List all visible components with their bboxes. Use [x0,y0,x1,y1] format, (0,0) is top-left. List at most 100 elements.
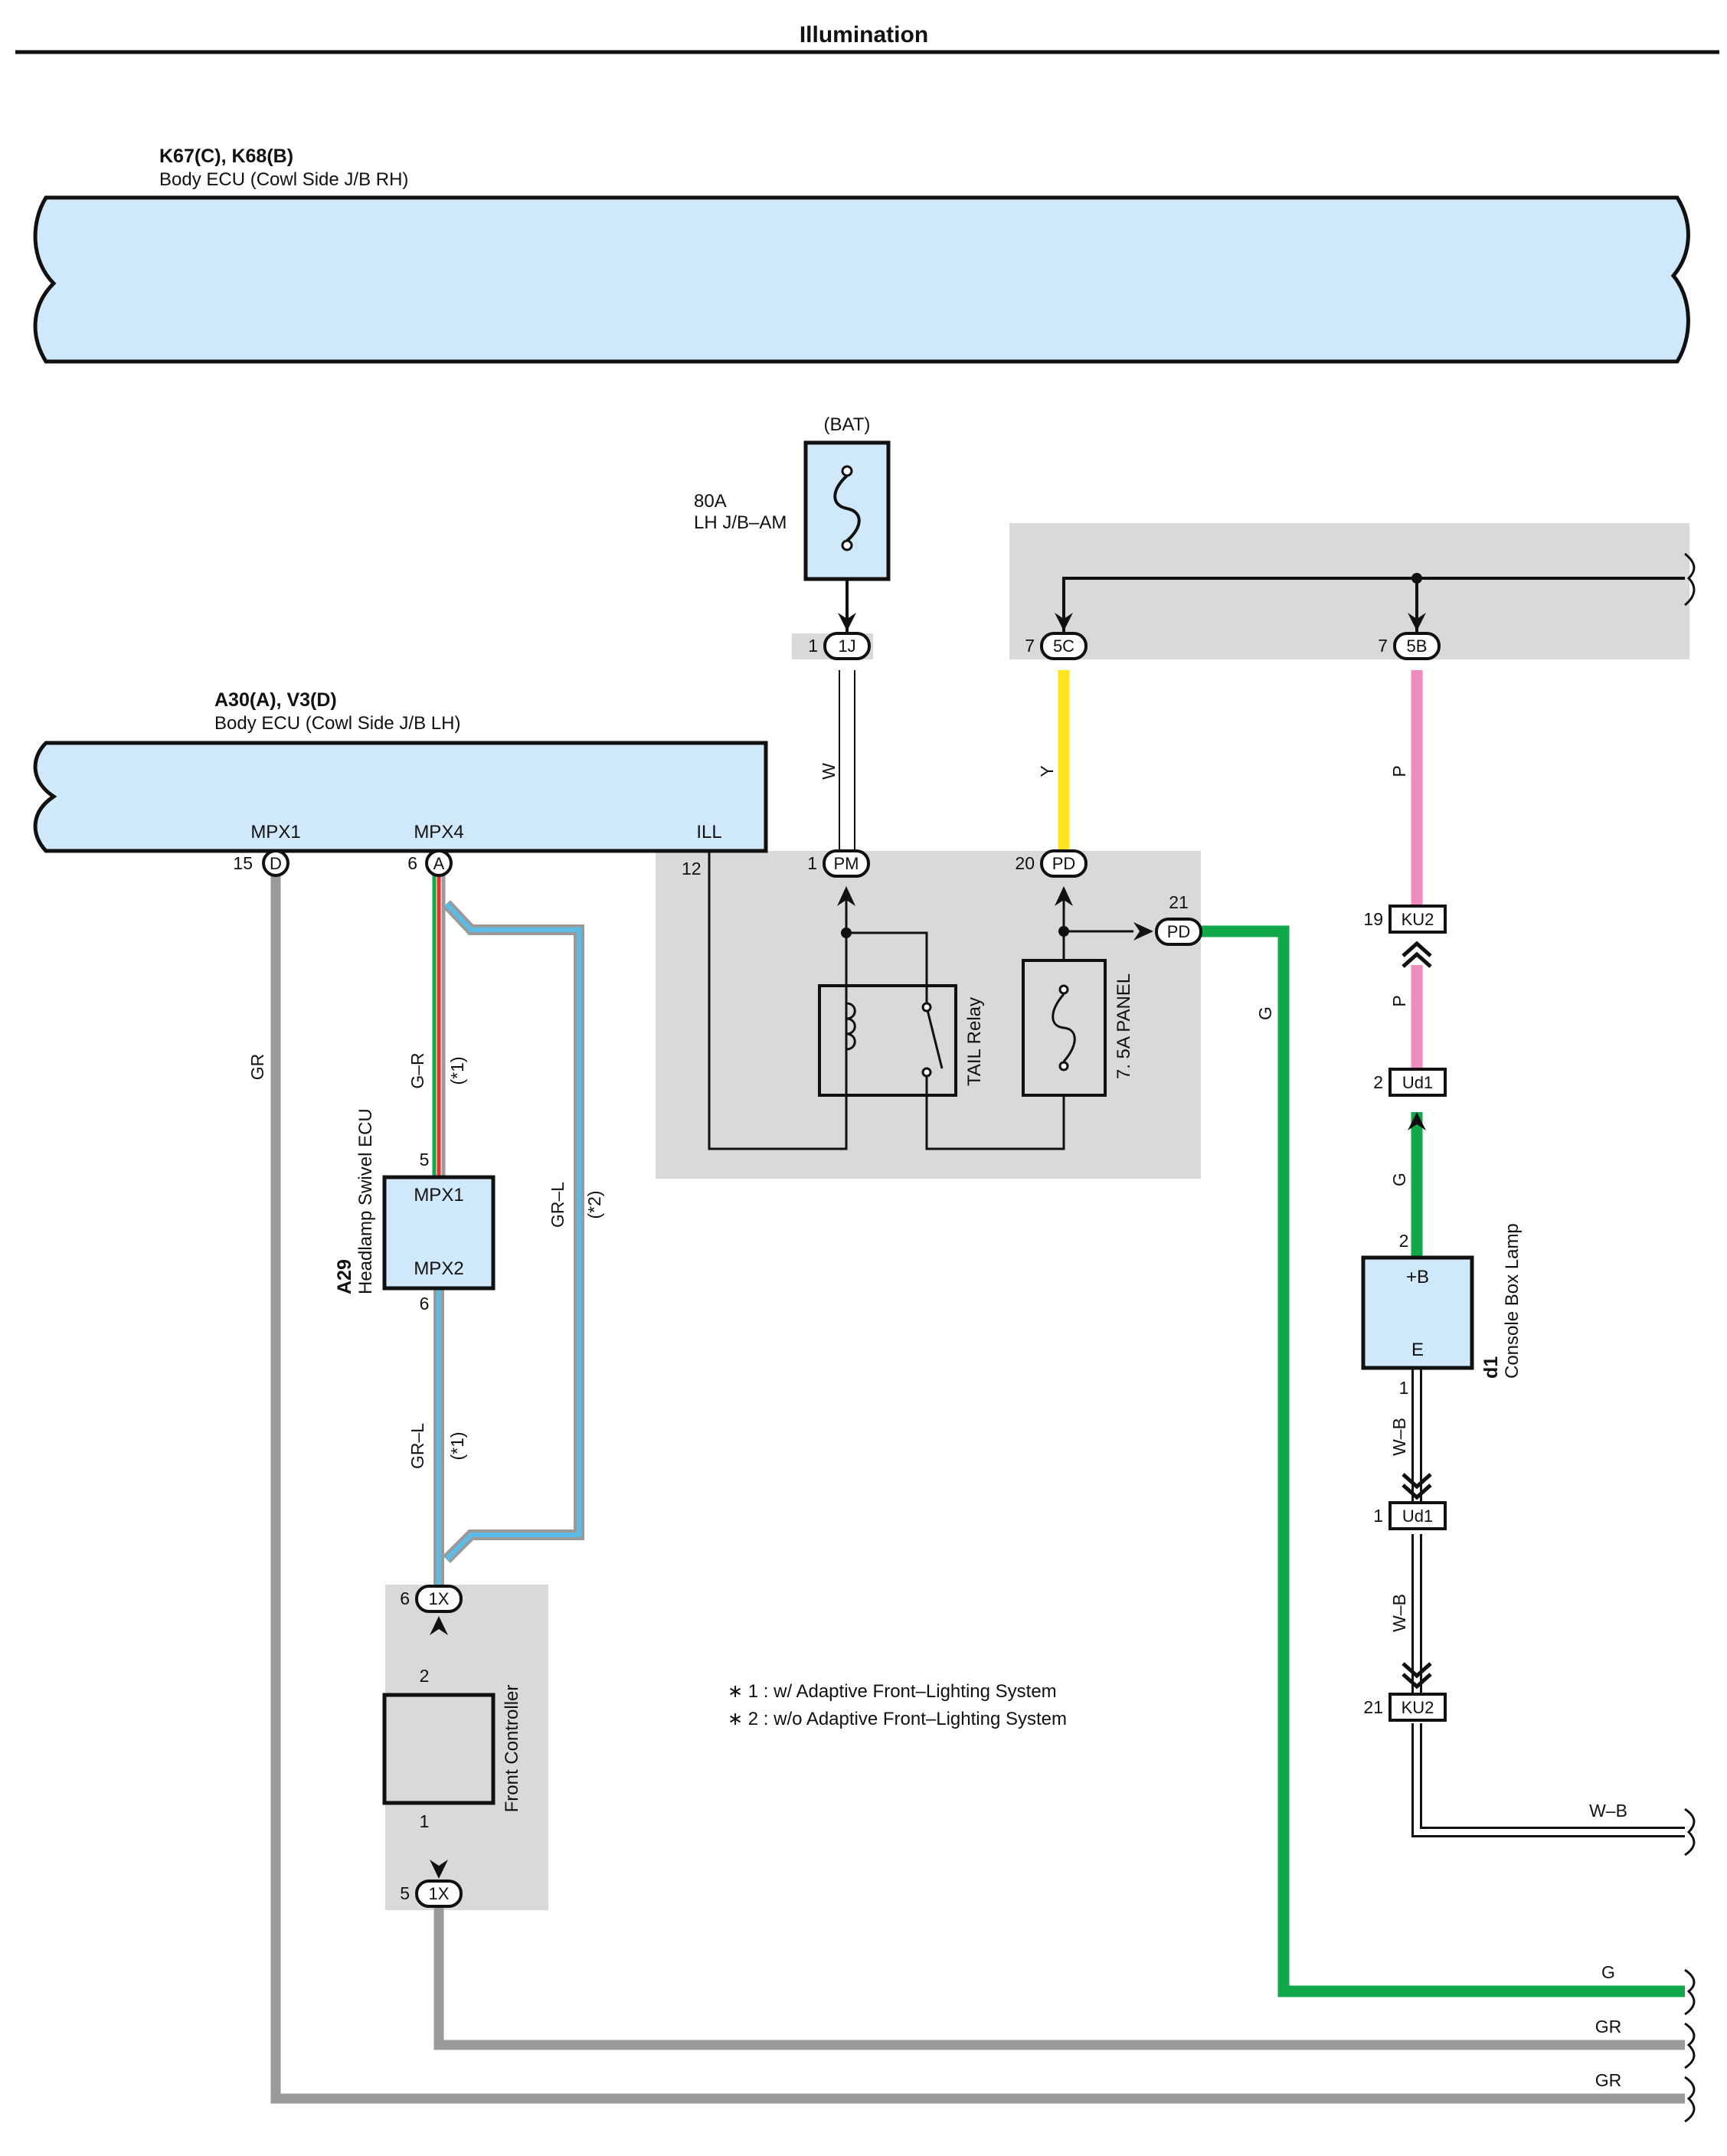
connector-1x-5: 1X 5 [400,1880,463,1908]
ecu-rh-block [33,195,1690,364]
panel-fuse-element-icon [1052,993,1076,1062]
am-fuse-element-icon [833,474,861,542]
svg-text:1: 1 [1373,1506,1383,1526]
arrow-pd20-icon [1055,886,1073,906]
wire-grl-bypass-blue [444,901,581,1562]
connector-pm: PM 1 [807,849,870,878]
am-fuse-body [803,440,891,581]
am-fuse-name: LH J/B–AM [694,512,787,533]
wire-gr-left [270,875,1685,2104]
headlamp-ecu-code: A29 [334,1259,355,1294]
ecu-rh-name: Body ECU (Cowl Side J/B RH) [159,169,408,190]
wire-label-star1a: (*1) [447,1056,467,1085]
wire-label-gr-left: GR [247,1054,267,1081]
ecu-pin-12: 12 [682,859,702,878]
wire-label-gr-out1: GR [1595,2017,1622,2037]
top-bus-junction-dot [1411,573,1422,584]
am-fuse-rating: 80A [694,491,727,512]
svg-text:1: 1 [807,853,817,873]
wire-label-p2: P [1389,995,1409,1006]
connector-ud1-2: Ud1 2 [1373,1068,1447,1097]
wire-gr-front-controller [433,1906,1685,2050]
svg-text:5C: 5C [1053,636,1074,656]
svg-text:5: 5 [400,1883,410,1903]
wire-label-w: W [819,763,839,780]
svg-text:15: 15 [233,853,253,873]
svg-text:Ud1: Ud1 [1402,1073,1433,1092]
svg-text:PD: PD [1167,922,1191,941]
svg-text:1J: 1J [838,636,855,656]
am-fuse-contact-top [841,465,853,477]
tail-relay-label: TAIL Relay [964,997,985,1086]
double-chevron-ku2-top-icon [1402,941,1432,968]
front-controller-name: Front Controller [502,1685,522,1813]
ecu-lh-terminal-mpx4: MPX4 [414,822,463,842]
panel-fuse-body [1022,959,1107,1097]
double-chevron-ud1-1-icon [1402,1473,1432,1500]
connector-ud1-1: Ud1 1 [1373,1501,1447,1530]
wire-label-gr-out2: GR [1595,2070,1622,2090]
connector-1j: 1J 1 [808,632,871,660]
ecu-lh-block [33,741,768,853]
arrow-pm-icon [837,886,855,906]
headlamp-ecu-terminal-mpx1: MPX1 [414,1185,463,1206]
wire-label-g-lamp: G [1389,1173,1409,1186]
ecu-rh-code: K67(C), K68(B) [159,146,293,167]
relay-wiring [845,888,1133,1150]
console-lamp-body [1361,1255,1474,1370]
panel-fuse-label: 7. 5A PANEL [1114,973,1134,1079]
front-controller-body [382,1693,496,1805]
svg-text:2: 2 [1373,1072,1383,1092]
console-lamp-pin-bottom: 1 [1399,1378,1409,1398]
tail-relay-body [818,984,957,1097]
wire-break-gr2-icon [1684,2076,1696,2123]
tail-relay-contact-top [921,1002,932,1013]
svg-text:20: 20 [1015,853,1035,873]
connector-1x-6: 1X 6 [400,1585,463,1613]
panel-fuse-contact-top [1058,984,1069,995]
arrow-5c-icon [1055,613,1073,631]
ecu-lh-terminal-ill: ILL [696,822,721,842]
console-lamp-pin-top: 2 [1399,1231,1409,1251]
bat-label: (BAT) [824,414,871,435]
headlamp-ecu-pin-bottom: 6 [420,1294,430,1314]
svg-text:Ud1: Ud1 [1402,1507,1433,1526]
svg-text:PM: PM [834,854,859,873]
wire-label-star2: (*2) [584,1190,604,1219]
top-bus [1062,577,1685,632]
wire-label-g-r: G–R [407,1052,427,1088]
console-lamp-terminal-b: +B [1406,1267,1429,1287]
wire-label-p1: P [1389,765,1409,777]
front-controller-pin-bottom: 1 [420,1811,430,1831]
svg-text:D: D [270,854,282,873]
console-lamp-code: d1 [1480,1356,1502,1379]
connector-5b: 5B 7 [1378,632,1441,660]
arrow-1j-icon [838,613,856,631]
note-2: ∗ 2 : w/o Adaptive Front–Lighting System [728,1709,1067,1729]
console-lamp-terminal-e: E [1411,1340,1424,1360]
headlamp-ecu-name: Headlamp Swivel ECU [355,1108,376,1294]
wire-label-gr-l-mid: GR–L [548,1182,567,1228]
ecu-lh-name: Body ECU (Cowl Side J/B LH) [214,713,460,734]
wire-label-gr-l-low: GR–L [407,1423,427,1469]
connector-ecu-15-d: D 15 [233,849,289,877]
wire-label-y: Y [1037,765,1057,777]
wire-g-main [1201,925,1685,1997]
connector-ku2-19: KU2 19 [1363,905,1447,934]
wire-label-star1b: (*1) [447,1431,467,1460]
svg-text:KU2: KU2 [1402,910,1434,929]
wire-wb-3 [1411,1723,1685,1837]
headlamp-ecu-terminal-mpx2: MPX2 [414,1258,463,1279]
svg-text:5B: 5B [1407,636,1428,656]
wire-label-g-main: G [1255,1006,1275,1020]
svg-text:PD: PD [1052,854,1076,873]
connector-ku2-21: KU2 21 [1363,1693,1447,1722]
svg-text:KU2: KU2 [1402,1698,1434,1717]
relay-junction-dot [841,928,852,938]
svg-text:21: 21 [1169,892,1189,912]
connector-pd-20: PD 20 [1015,849,1088,878]
wire-wb-3-inner [1414,1723,1685,1835]
double-chevron-ku2-bottom-icon [1402,1662,1432,1690]
panel-junction-dot [1058,926,1069,937]
